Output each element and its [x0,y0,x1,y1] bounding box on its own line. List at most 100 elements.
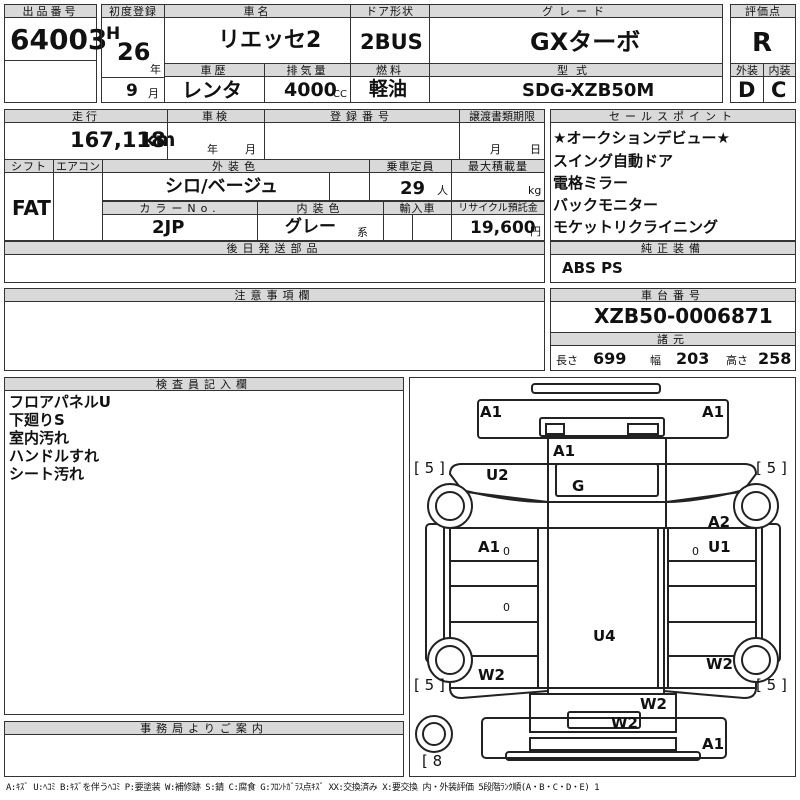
car-outline [415,383,781,761]
color: シロ/ベージュ [165,176,278,197]
mark-right-mid: U1 [708,538,731,556]
office-box [4,734,404,777]
ext-grade: D [738,78,756,102]
inspector-line-3: 室内汚れ [9,429,70,447]
inspector-line-5: シート汚れ [9,465,85,483]
mark-left-rear: W2 [478,666,505,684]
office-header: 事務局よりご案内 [4,721,404,735]
grade-header: グレード [429,4,723,18]
recycle-cell [451,214,545,241]
model-cell [429,76,723,103]
displacement-unit: CC [333,89,347,100]
lot-no-lower [4,60,97,103]
capacity: 29 [400,178,426,199]
sales-point-2: スイング自動ドア [553,152,674,170]
displacement-header: 排気量 [264,63,351,77]
inspector-box [4,390,404,715]
lot-no-header: 出品番号 [4,4,97,18]
reg-year: 26 [117,38,151,66]
tire-fr-label: [ 5 ] [756,459,787,477]
mark-rear-bumper: A1 [702,735,725,753]
later-parts-box [4,254,545,283]
int-grade: C [771,78,787,102]
tire-fl: 5 [424,459,435,477]
mark-right-rear: W2 [706,655,733,673]
mark-right-front: A2 [708,513,731,531]
options: ABS PS [562,259,623,277]
sales-points-box [550,122,796,241]
load-cell [451,172,545,201]
mark-right-zero: 0 [692,545,699,558]
height-label: 高さ [726,354,748,367]
insp-year-unit: 年 [207,143,218,156]
inspector-line-1: フロアパネルU [9,393,111,411]
options-header: 純正装備 [550,241,796,255]
ac-cell [53,172,103,241]
length-label: 長さ [556,354,578,367]
tire-rr: 5 [766,676,777,694]
dims-box [550,345,796,371]
mark-left-zero: 0 [503,545,510,558]
car-name-header: 車名 [164,4,351,18]
notes-box [4,301,545,371]
import-header: 輸入車 [383,201,452,215]
fuel: 軽油 [369,78,408,100]
recycle-header: リサイクル預託金 [451,201,545,215]
model: SDG-XZB50M [522,80,655,101]
sales-point-4: バックモニター [553,196,659,214]
interior-color-unit: 系 [357,226,368,239]
car-diagram: [ 5 ] [ 5 ] [ 5 ] [ 5 ] [ 8 A1 A1 A1 G U… [409,377,796,777]
tire-fr: 5 [766,459,777,477]
mileage-header: 走行 [4,109,168,123]
color-no-header: カラーNo. [102,201,258,215]
shift: FAT [12,196,51,220]
inspector-line-2: 下廻りS [9,411,65,429]
legend: A:ｷｽﾞ U:ﾍｺﾐ B:ｷｽﾞを伴うﾍｺﾐ P:要塗装 W:補修跡 S:錆 … [6,783,600,793]
reg-no-header: 登録番号 [264,109,460,123]
mark-front-bumper-r: A1 [702,403,725,421]
transfer-month-unit: 月 [490,143,501,156]
mark-roof: U4 [593,627,616,645]
recycle: 19,600 [470,218,536,238]
capacity-header: 乗車定員 [369,159,452,173]
mark-rear-lower: W2 [611,714,638,732]
inspection-header: 車検 [167,109,265,123]
door-header: ドア形状 [350,4,430,18]
int-header: 内装 [763,63,796,77]
ac-header: エアコン [53,159,103,173]
tire-fl-label: [ 5 ] [414,459,445,477]
tire-rl: 5 [424,676,435,694]
reg-year-unit: 年 [150,63,161,76]
inspector-line-4: ハンドルすれ [9,447,100,465]
dims-header: 諸元 [550,332,796,346]
sales-point-5: モケットリクライニング [553,218,719,236]
era: H [106,24,121,44]
history-header: 車歴 [164,63,265,77]
reg-header: 初度登録 [101,4,165,18]
int-cell [763,76,796,103]
history: レンタ [182,78,242,102]
capacity-unit: 人 [437,184,448,197]
width: 203 [676,349,710,368]
reg-no-cell [264,122,460,160]
grade: GXターボ [530,28,641,56]
mark-rear-upper: W2 [640,695,667,713]
mark-front-bumper-l: A1 [480,403,503,421]
options-box [550,254,796,283]
length: 699 [593,349,627,368]
mark-hood: A1 [553,442,576,460]
mileage: 167,118 [70,128,166,152]
tire-spare: 8 [432,752,443,770]
notes-header: 注意事項欄 [4,288,545,302]
chassis-no: XZB50-0006871 [594,304,773,328]
inspector-header: 検査員記入欄 [4,377,404,391]
displacement: 4000 [284,79,337,101]
import-cell-2 [412,214,452,241]
color-header: 外装色 [102,159,370,173]
mark-left-mid: A1 [478,538,501,556]
tire-rl-label: [ 5 ] [414,676,445,694]
sales-points-header: セールスポイント [550,109,796,123]
score: R [752,28,773,58]
later-parts-header: 後日発送部品 [4,241,545,255]
shift-header: シフト [4,159,54,173]
